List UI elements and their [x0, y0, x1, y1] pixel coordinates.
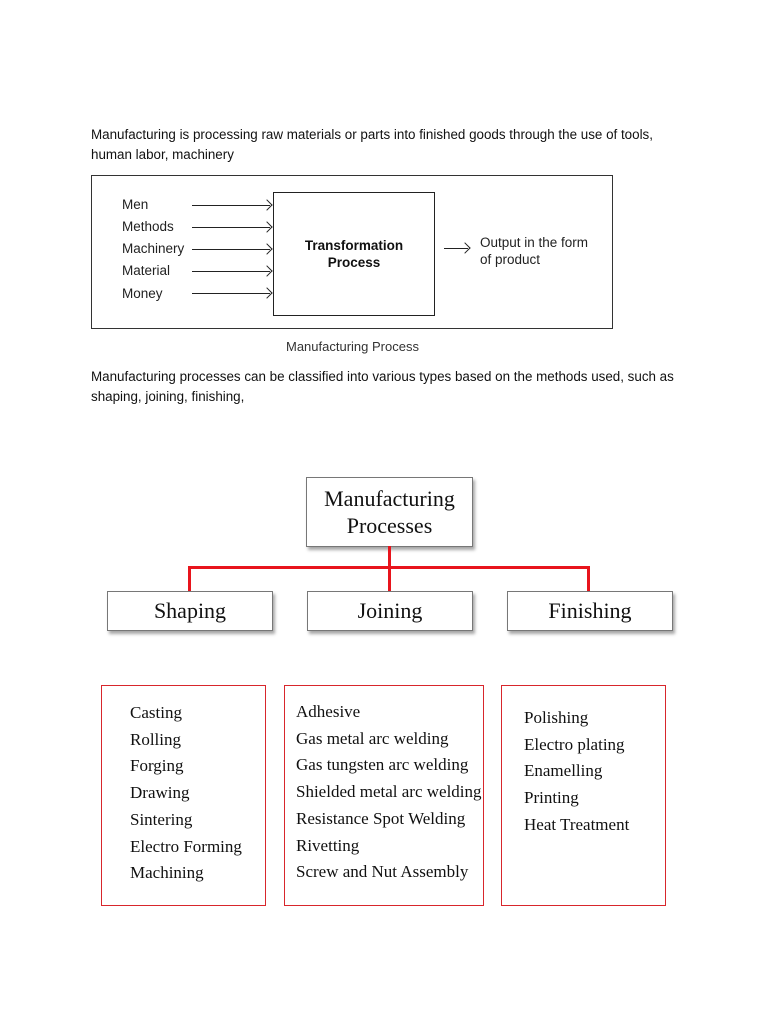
list-item: Gas metal arc welding [296, 728, 449, 748]
transformation-process-box: Transformation Process [273, 192, 435, 316]
list-item: Drawing [130, 783, 190, 803]
root-node-box: Manufacturing Processes [306, 477, 473, 547]
category-shaping-label: Shaping [153, 598, 227, 623]
output-label: Output in the form of product [480, 235, 589, 267]
list-item: Casting [130, 703, 182, 722]
intro-paragraph: Manufacturing is processing raw material… [91, 127, 653, 162]
input-arrow-material [192, 271, 270, 272]
list-item: Sintering [130, 809, 193, 829]
list-item: Electro Forming [130, 836, 242, 856]
list-item: Enamelling [524, 761, 603, 781]
input-arrow-money [192, 293, 270, 294]
root-label-line2: Processes [346, 513, 433, 538]
list-item: Heat Treatment [524, 814, 630, 834]
input-arrow-machinery [192, 249, 270, 250]
manufacturing-process-diagram: Men Methods Machinery Material Money Tra… [91, 175, 613, 329]
list-item: Screw and Nut Assembly [296, 862, 469, 882]
list-item: Polishing [524, 708, 589, 727]
process-label-line2: Process [327, 255, 381, 270]
category-joining-box: Joining [307, 591, 473, 631]
input-money-label: Money [122, 286, 163, 301]
connector-finishing [587, 566, 590, 591]
classification-paragraph: Manufacturing processes can be classifie… [91, 369, 674, 404]
category-finishing-label: Finishing [548, 598, 632, 623]
input-material-label: Material [122, 263, 171, 278]
connector-trunk [388, 546, 391, 568]
list-item: Machining [130, 863, 204, 883]
output-arrow [444, 248, 468, 249]
category-shaping-box: Shaping [107, 591, 273, 631]
input-arrow-methods [192, 227, 270, 228]
process-classification-diagram: Manufacturing Processes Shaping Joining … [0, 460, 768, 920]
category-joining-label: Joining [357, 598, 423, 623]
list-item: Electro plating [524, 734, 625, 754]
list-item: Adhesive [296, 702, 361, 721]
input-methods-label: Methods [122, 219, 174, 234]
connector-shaping [188, 566, 191, 591]
input-machinery-label: Machinery [122, 241, 185, 256]
root-label-line1: Manufacturing [324, 486, 455, 511]
list-item: Gas tungsten arc welding [296, 755, 469, 775]
joining-methods-list: Adhesive Gas metal arc welding Gas tungs… [284, 685, 484, 906]
shaping-methods-list: Casting Rolling Forging Drawing Sinterin… [101, 685, 266, 906]
finishing-methods-list: Polishing Electro plating Enamelling Pri… [501, 685, 666, 906]
list-item: Rivetting [296, 835, 360, 855]
connector-joining [388, 566, 391, 591]
list-item: Rolling [130, 729, 182, 749]
input-arrow-men [192, 205, 270, 206]
process-label-line1: Transformation [304, 238, 404, 253]
category-finishing-box: Finishing [507, 591, 673, 631]
list-item: Printing [524, 788, 579, 808]
list-item: Resistance Spot Welding [296, 808, 466, 828]
list-item: Forging [130, 756, 184, 776]
diagram-caption: Manufacturing Process [286, 339, 419, 354]
list-item: Shielded metal arc welding [296, 782, 482, 802]
input-men-label: Men [122, 197, 149, 212]
